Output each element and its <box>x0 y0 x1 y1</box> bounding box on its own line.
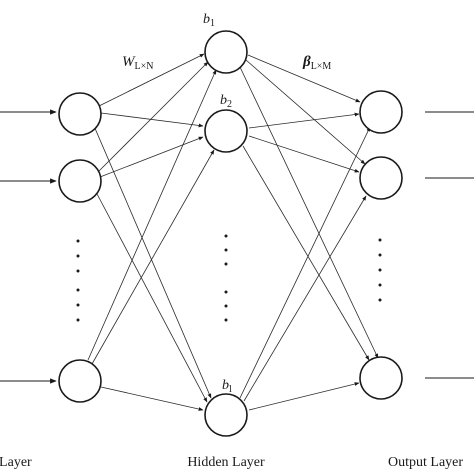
edges-input-hidden <box>87 53 217 411</box>
weight-label-hidden-output: βL×M <box>302 54 331 72</box>
edge-h2-o3 <box>242 145 370 361</box>
hidden-node-l <box>204 393 248 437</box>
ellipsis-dot <box>224 234 228 238</box>
bias-label-b2: b2 <box>220 93 232 110</box>
output-node-1 <box>359 90 403 134</box>
ellipsis-dot <box>76 269 80 273</box>
edge-h1-o3 <box>239 66 379 359</box>
edge-h2-o1 <box>248 112 360 129</box>
bias-label-b1: b1 <box>203 12 215 29</box>
input-node-3 <box>58 359 102 403</box>
ellipsis-dot <box>224 318 228 322</box>
edge-i1-h2 <box>100 112 204 128</box>
edge-i1-hl <box>93 125 212 399</box>
hidden-node-2 <box>204 109 248 153</box>
ellipsis-dot <box>76 303 80 307</box>
output-lines <box>425 111 474 379</box>
ellipsis-dot <box>378 238 382 242</box>
ellipsis-dot <box>378 283 382 287</box>
edge-i3-hl <box>100 386 204 411</box>
ellipsis-dot <box>378 298 382 302</box>
edge-i1-h1 <box>98 53 205 107</box>
input-layer <box>58 92 102 403</box>
edge-h1-o1 <box>247 54 361 103</box>
hidden-ellipsis <box>224 234 228 322</box>
ellipsis-dot <box>76 288 80 292</box>
ellipsis-dot <box>76 254 80 258</box>
edge-h1-o2 <box>245 59 366 165</box>
ellipsis-dot <box>224 262 228 266</box>
hidden-layer-label: Hidden Layer <box>187 455 265 470</box>
output-layer-label: Output Layer <box>388 455 463 470</box>
ellipsis-dot <box>378 268 382 272</box>
edge-i3-h1 <box>87 69 217 361</box>
output-layer <box>359 90 403 400</box>
output-node-3 <box>359 356 403 400</box>
output-ellipsis <box>378 238 382 302</box>
ellipsis-dot <box>224 304 228 308</box>
ellipsis-dot <box>76 318 80 322</box>
ellipsis-dot <box>224 248 228 252</box>
input-ellipsis <box>76 239 80 322</box>
edge-i2-h2 <box>99 136 204 178</box>
edge-i2-h1 <box>97 61 209 173</box>
ellipsis-dot <box>76 239 80 243</box>
bias-label-bl: bl <box>222 378 232 395</box>
input-arrows <box>0 109 57 384</box>
edge-hl-o2 <box>243 195 367 402</box>
input-node-1 <box>58 92 102 136</box>
input-node-2 <box>58 159 102 203</box>
ellipsis-dot <box>378 253 382 257</box>
hidden-node-1 <box>204 30 248 74</box>
output-node-2 <box>359 156 403 200</box>
edge-i3-h2 <box>91 149 215 365</box>
hidden-layer <box>204 30 248 437</box>
weight-label-input-hidden: WL×N <box>122 54 153 72</box>
edge-h2-o2 <box>248 135 360 173</box>
edges-hidden-output <box>239 54 379 411</box>
ellipsis-dot <box>224 290 228 294</box>
input-layer-label: Input Layer <box>0 455 32 470</box>
edge-hl-o1 <box>239 126 371 399</box>
edge-i2-hl <box>95 191 208 403</box>
edge-hl-o3 <box>248 382 360 411</box>
